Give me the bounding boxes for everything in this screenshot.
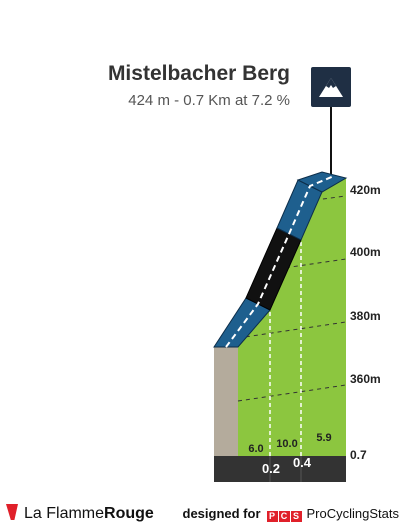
altitude-gridline-380 [237, 321, 347, 339]
altitude-gridline-420 [314, 195, 347, 201]
climb-profile-chart: 0.2 0.4 6.0 10.0 5.9 420m 400m 380m 360m… [213, 171, 381, 482]
segment-gradient-1: 6.0 [248, 443, 263, 455]
summit-marker-pole [330, 107, 332, 175]
segment-gradient-2: 10.0 [276, 438, 297, 450]
altitude-label-380: 380m [350, 309, 381, 323]
segment-distance-1: 0.2 [262, 461, 280, 476]
pcs-letter-s: S [290, 511, 302, 522]
pcs-letter-c: C [278, 511, 290, 522]
altitude-gridline-360 [237, 384, 347, 402]
profile-front-face [238, 178, 346, 456]
pcs-letter-p: P [266, 511, 278, 522]
brand-bold-text: Rouge [104, 505, 154, 522]
pcs-name-text: ProCyclingStats [306, 506, 399, 521]
climb-title: Mistelbacher Berg [107, 62, 290, 85]
total-distance-label: 0.7 [350, 448, 367, 462]
road-center-line [225, 175, 335, 348]
designed-for-text: designed for [182, 506, 261, 521]
mountain-summit-icon-graphic [319, 78, 343, 97]
mountain-summit-icon [311, 67, 351, 107]
la-flamme-rouge-logo[interactable]: La FlammeRouge [6, 504, 154, 523]
altitude-label-400: 400m [350, 245, 381, 259]
flamme-rouge-flag-icon [6, 504, 18, 520]
altitude-label-360: 360m [350, 372, 381, 386]
brand-light-text: La Flamme [24, 505, 105, 522]
climb-stats: 424 m - 0.7 Km at 7.2 % [128, 92, 290, 109]
segment-gradient-3: 5.9 [316, 432, 331, 444]
altitude-label-420: 420m [350, 183, 381, 197]
distance-base-bar [214, 456, 346, 482]
segment-distance-2: 0.4 [293, 455, 312, 470]
profile-side-face [214, 347, 238, 456]
